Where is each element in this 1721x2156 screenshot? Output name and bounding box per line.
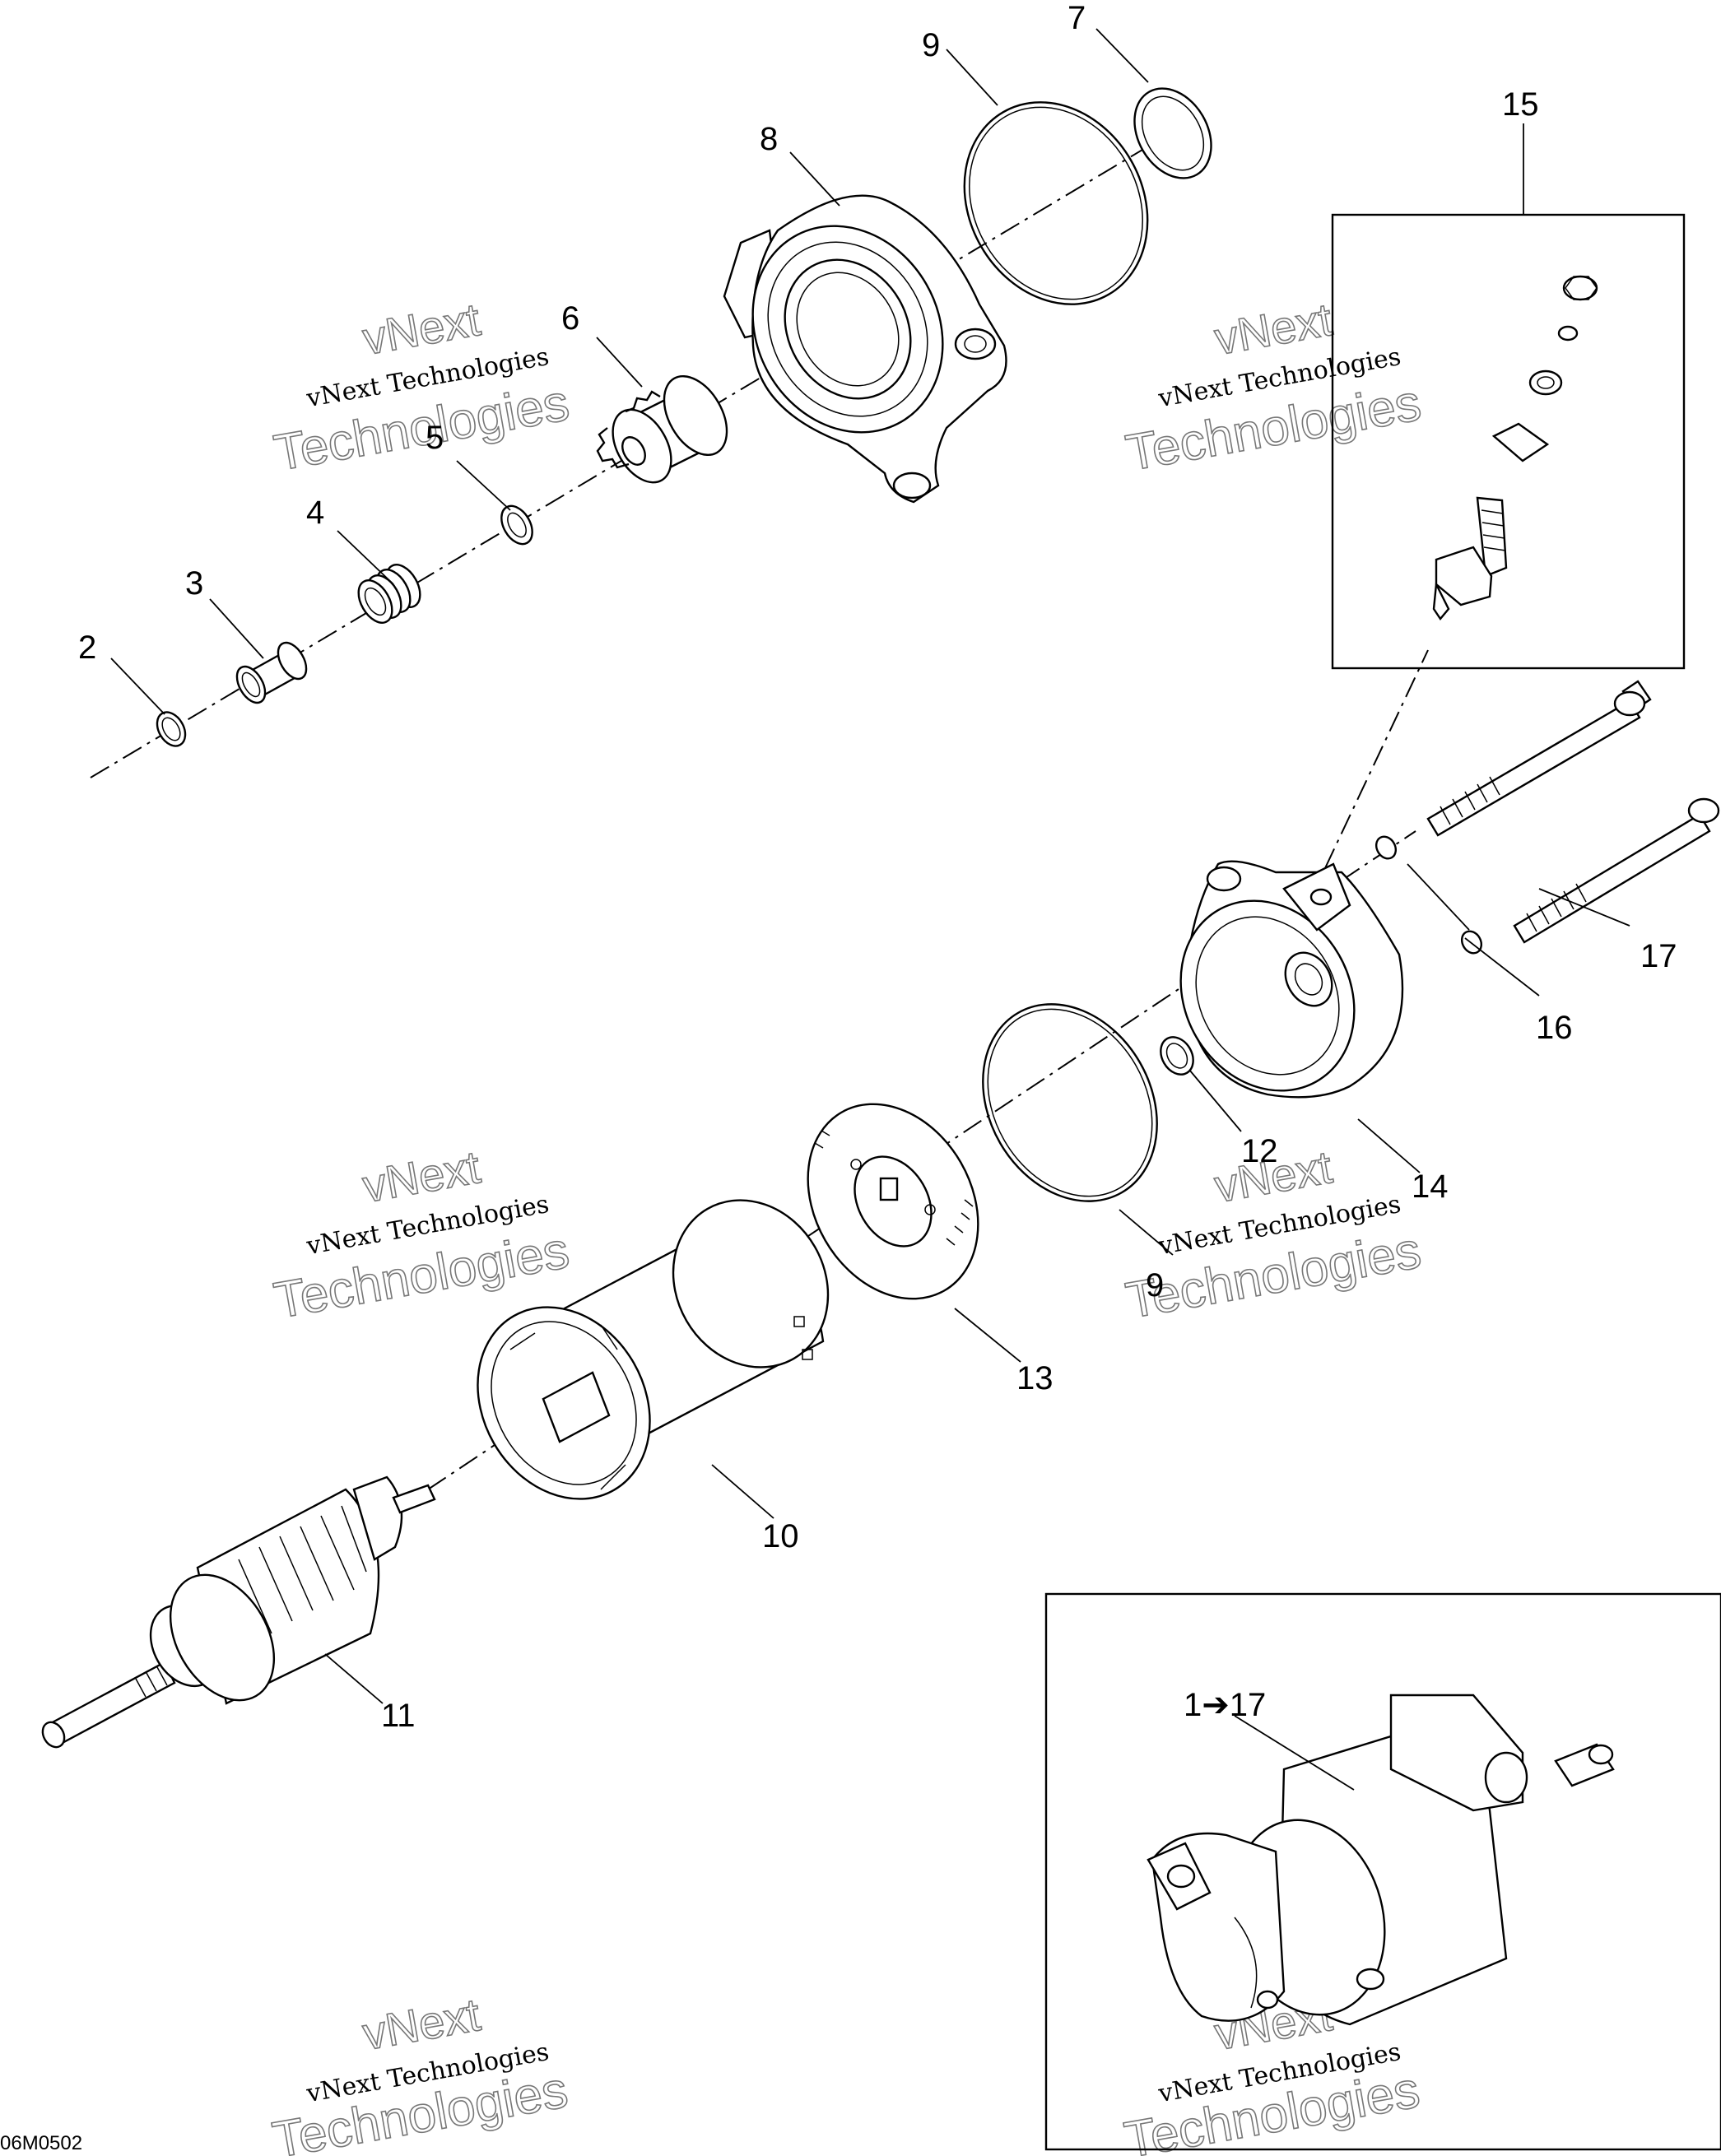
leader-lines <box>110 28 1630 1791</box>
watermark-line1: vNext <box>359 1988 484 2060</box>
part-2-ring <box>156 711 187 747</box>
callout-9-upper: 9 <box>922 27 940 63</box>
part-11-armature <box>41 1475 436 1749</box>
callout-2: 2 <box>78 630 96 666</box>
part-17-through-bolts <box>1426 680 1720 944</box>
callout-13: 13 <box>1016 1360 1054 1396</box>
part-6-pinion-gear <box>596 375 728 484</box>
part-5-washer <box>500 504 533 546</box>
callout-12: 12 <box>1241 1133 1278 1169</box>
callout-16: 16 <box>1536 1010 1573 1046</box>
watermark-line1: vNext <box>359 1141 484 1212</box>
part-3-collar <box>235 641 308 704</box>
part-12-small-oring <box>1160 1036 1194 1076</box>
part-15-terminal-kit-box <box>1331 213 1686 670</box>
terminal-axis-line <box>1324 649 1429 869</box>
watermark-1: vNext vNext Technologies Technologies <box>269 292 574 482</box>
watermark-4: vNext vNext Technologies Technologies <box>1121 1140 1426 1330</box>
watermark-line1: vNext <box>1211 293 1336 365</box>
assembled-range-label: 1➔17 <box>1184 1687 1266 1723</box>
part-10-yoke <box>477 1199 830 1500</box>
assembled-starter-box <box>1044 1592 1721 2151</box>
callout-7: 7 <box>1067 0 1086 36</box>
drawing-code: 06M0502 <box>0 2132 82 2154</box>
part-9-oring-upper <box>963 101 1149 305</box>
watermark-3: vNext vNext Technologies Technologies <box>269 1140 574 1330</box>
callout-8: 8 <box>760 121 778 157</box>
callout-15: 15 <box>1502 86 1539 123</box>
callout-17: 17 <box>1640 938 1677 974</box>
part-7-ring <box>1133 87 1212 179</box>
part-8-drive-housing <box>723 194 1007 504</box>
callout-5: 5 <box>426 420 444 456</box>
callout-6: 6 <box>561 300 579 337</box>
callout-labels: 2 3 4 5 6 7 8 9 9 10 11 12 13 14 15 16 1… <box>78 0 1677 1734</box>
callout-4: 4 <box>306 495 324 531</box>
callout-3: 3 <box>185 565 203 602</box>
part-4-spring <box>357 564 421 624</box>
watermark-5: vNext vNext Technologies Technologies <box>268 1987 573 2156</box>
callout-9-lower: 9 <box>1146 1267 1164 1303</box>
part-13-brush-plate <box>807 1103 979 1300</box>
part-9-oring-lower <box>982 1003 1158 1202</box>
watermark-line1: vNext <box>359 293 484 365</box>
callout-10: 10 <box>762 1518 799 1554</box>
callout-11: 11 <box>381 1698 416 1734</box>
callout-14: 14 <box>1412 1169 1449 1205</box>
watermark-2: vNext vNext Technologies Technologies <box>1121 292 1426 482</box>
part-14-end-cap <box>1179 860 1404 1099</box>
upper-axis-line <box>90 118 1194 778</box>
